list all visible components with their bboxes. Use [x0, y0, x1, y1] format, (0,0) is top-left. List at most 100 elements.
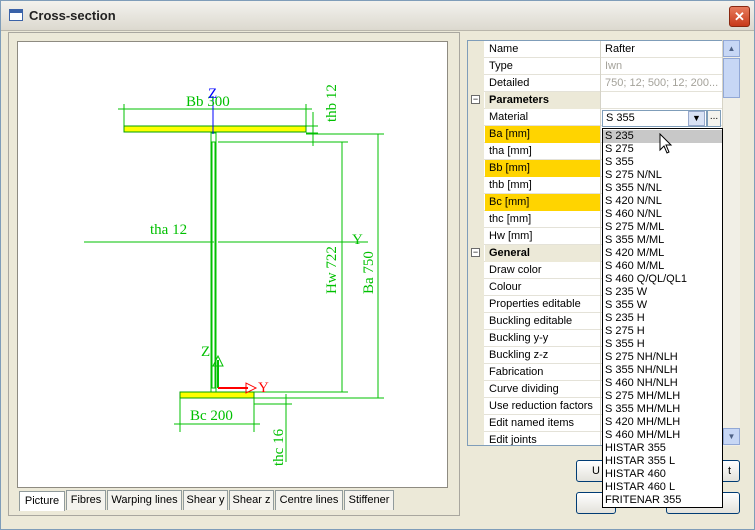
property-row[interactable]: Fabrication — [468, 364, 724, 381]
property-row[interactable]: Edit joints — [468, 432, 724, 445]
material-option[interactable]: S 420 MH/MLH — [605, 416, 681, 428]
row-gutter — [468, 177, 484, 194]
property-row[interactable]: Bb [mm] — [468, 160, 724, 177]
material-option[interactable]: S 355 M/ML — [605, 234, 665, 246]
close-button[interactable]: ✕ — [729, 6, 750, 27]
property-row[interactable]: Buckling y-y — [468, 330, 724, 347]
collapse-icon[interactable]: − — [471, 247, 480, 257]
property-name: Edit joints — [485, 432, 601, 445]
material-option[interactable]: S 235 H — [605, 312, 645, 324]
property-row[interactable]: Properties editable — [468, 296, 724, 313]
material-option[interactable]: S 355 N/NL — [605, 182, 662, 194]
material-option[interactable]: S 420 N/NL — [605, 195, 662, 207]
property-name: thc [mm] — [485, 211, 601, 228]
row-gutter — [468, 109, 484, 126]
property-row[interactable]: Draw color — [468, 262, 724, 279]
y-axis-label: Y — [352, 232, 363, 248]
row-gutter — [468, 41, 484, 58]
material-select[interactable]: S 355 — [602, 110, 707, 127]
property-scrollbar[interactable]: ▲ ▼ — [722, 40, 740, 446]
property-name: Fabrication — [485, 364, 601, 381]
material-option[interactable]: S 460 NH/NLH — [605, 377, 678, 389]
material-option[interactable]: S 355 H — [605, 338, 645, 350]
property-name: Properties editable — [485, 296, 601, 313]
material-option[interactable]: S 275 NH/NLH — [605, 351, 678, 363]
material-option[interactable]: HISTAR 355 — [605, 442, 666, 454]
material-option[interactable]: HISTAR 460 — [605, 468, 666, 480]
property-row[interactable]: Edit named items — [468, 415, 724, 432]
material-option[interactable]: S 355 W — [605, 299, 648, 311]
property-row[interactable]: Hw [mm] — [468, 228, 724, 245]
row-gutter — [468, 160, 484, 177]
row-gutter — [468, 381, 484, 398]
hw-label: Hw 722 — [324, 246, 340, 294]
mouse-pointer-icon — [659, 133, 673, 154]
material-option[interactable]: S 420 M/ML — [605, 247, 665, 259]
material-option[interactable]: S 275 M/ML — [605, 221, 665, 233]
tab-picture[interactable]: Picture — [19, 491, 65, 511]
property-row[interactable]: Bc [mm] — [468, 194, 724, 211]
scroll-up-icon[interactable]: ▲ — [723, 40, 740, 57]
material-option[interactable]: S 460 N/NL — [605, 208, 662, 220]
property-row[interactable]: Name Rafter — [468, 41, 724, 58]
material-option[interactable]: HISTAR 460 L — [605, 481, 676, 493]
material-option[interactable]: S 355 — [605, 156, 634, 168]
property-row[interactable]: −Parameters — [468, 92, 724, 109]
row-gutter — [468, 330, 484, 347]
material-option[interactable]: FRITENAR 355 — [605, 494, 682, 506]
property-row[interactable]: Use reduction factors — [468, 398, 724, 415]
property-name: Hw [mm] — [485, 228, 601, 245]
property-row[interactable]: thc [mm] — [468, 211, 724, 228]
bc-label: Bc 200 — [190, 408, 233, 424]
material-option[interactable]: HISTAR 355 L — [605, 455, 676, 467]
material-browse-button[interactable]: ... — [707, 110, 721, 127]
z-axis-label: Z — [208, 86, 217, 102]
tab-stiffener[interactable]: Stiffener — [344, 490, 394, 510]
property-value[interactable]: Iwn — [605, 60, 623, 72]
property-name: Draw color — [485, 262, 601, 279]
tab-warping-lines[interactable]: Warping lines — [107, 490, 182, 510]
material-option[interactable]: S 275 — [605, 143, 634, 155]
scroll-down-icon[interactable]: ▼ — [723, 428, 740, 445]
property-row[interactable]: Buckling editable — [468, 313, 724, 330]
row-gutter — [468, 364, 484, 381]
property-row[interactable]: Colour — [468, 279, 724, 296]
property-name: Buckling y-y — [485, 330, 601, 347]
material-option[interactable]: S 275 MH/MLH — [605, 390, 681, 402]
material-option[interactable]: S 275 N/NL — [605, 169, 662, 181]
property-name: tha [mm] — [485, 143, 601, 160]
property-row[interactable]: Curve dividing — [468, 381, 724, 398]
property-name: Ba [mm] — [485, 126, 601, 143]
tab-shear-y[interactable]: Shear y — [183, 490, 228, 510]
material-option[interactable]: S 460 MH/MLH — [605, 429, 681, 441]
property-name: General — [485, 245, 601, 262]
property-row[interactable]: −General — [468, 245, 724, 262]
property-value[interactable]: Rafter — [605, 43, 635, 55]
scroll-thumb[interactable] — [723, 58, 740, 98]
property-row[interactable]: thb [mm] — [468, 177, 724, 194]
tab-centre-lines[interactable]: Centre lines — [275, 490, 343, 510]
property-row[interactable]: Ba [mm] — [468, 126, 724, 143]
tab-fibres[interactable]: Fibres — [66, 490, 106, 510]
material-option[interactable]: S 355 NH/NLH — [605, 364, 678, 376]
property-value — [602, 92, 724, 109]
local-y-label: Y — [258, 380, 269, 396]
material-option[interactable]: S 460 Q/QL/QL1 — [605, 273, 687, 285]
property-row[interactable]: tha [mm] — [468, 143, 724, 160]
collapse-icon[interactable]: − — [471, 94, 480, 104]
tab-shear-z[interactable]: Shear z — [229, 490, 274, 510]
cross-section-canvas[interactable]: Bb 300 thb 12 tha 12 Hw 722 Ba 750 Bc 20… — [17, 41, 448, 488]
chevron-down-icon[interactable]: ▼ — [688, 111, 705, 126]
property-name: Name — [485, 41, 601, 58]
material-option[interactable]: S 275 H — [605, 325, 645, 337]
material-option[interactable]: S 355 MH/MLH — [605, 403, 681, 415]
material-option[interactable]: S 460 M/ML — [605, 260, 665, 272]
property-row[interactable]: Buckling z-z — [468, 347, 724, 364]
material-option[interactable]: S 235 W — [605, 286, 648, 298]
row-gutter — [468, 347, 484, 364]
property-value[interactable]: 750; 12; 500; 12; 200... — [605, 77, 719, 89]
row-gutter — [468, 415, 484, 432]
